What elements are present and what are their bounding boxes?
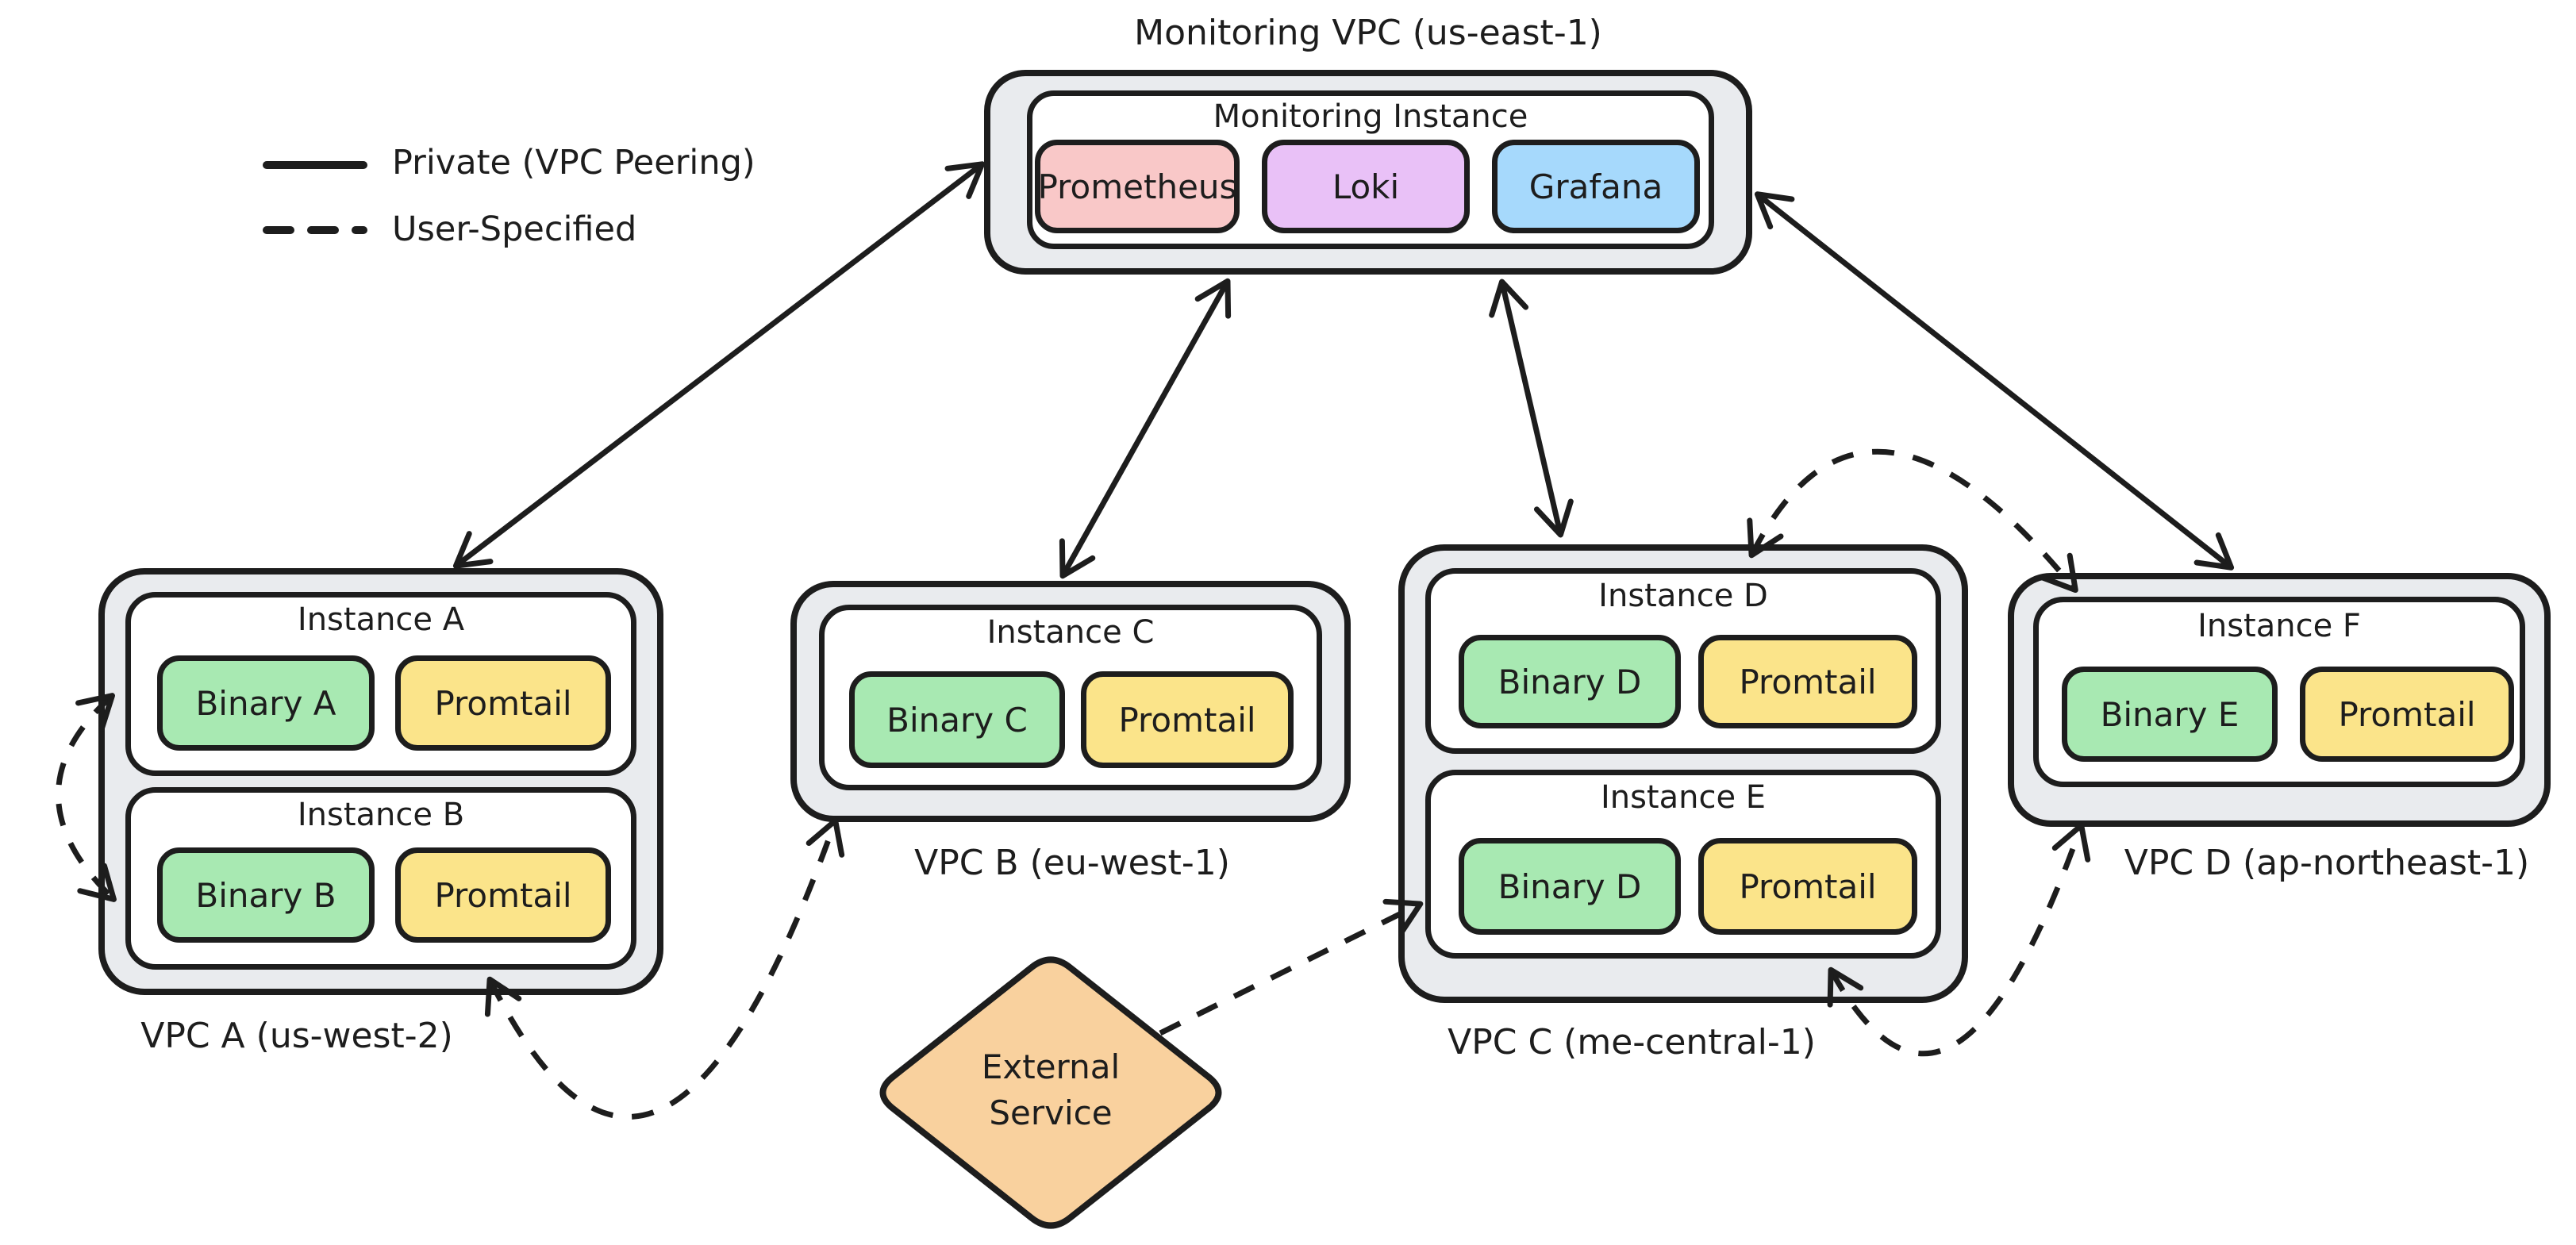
instance-e-title: Instance E bbox=[1600, 779, 1767, 816]
vpc-c-label: VPC C (me-central-1) bbox=[1448, 1022, 1816, 1062]
binary-d-chip: Binary D bbox=[1459, 635, 1681, 728]
monitoring-instance-title: Monitoring Instance bbox=[1213, 98, 1528, 135]
instance-d-title: Instance D bbox=[1598, 578, 1768, 614]
promtail-chip: Promtail bbox=[395, 655, 611, 751]
instance-f-title: Instance F bbox=[2197, 608, 2361, 644]
promtail-chip: Promtail bbox=[2300, 667, 2514, 762]
external-service-label-line1: External bbox=[981, 1047, 1121, 1086]
promtail-chip: Promtail bbox=[1081, 671, 1294, 768]
monitoring-vpc-label: Monitoring VPC (us-east-1) bbox=[1134, 13, 1602, 53]
instance-b-title: Instance B bbox=[297, 797, 465, 833]
promtail-chip: Promtail bbox=[1698, 635, 1917, 728]
instance-a-title: Instance A bbox=[297, 601, 465, 638]
service-loki: Loki bbox=[1262, 140, 1470, 233]
binary-b-chip: Binary B bbox=[157, 847, 375, 943]
service-prometheus: Prometheus bbox=[1035, 140, 1240, 233]
binary-d-chip: Binary D bbox=[1459, 838, 1681, 935]
binary-c-chip: Binary C bbox=[849, 671, 1065, 768]
external-service-label-line2: Service bbox=[989, 1093, 1113, 1132]
service-grafana: Grafana bbox=[1492, 140, 1700, 233]
binary-e-chip: Binary E bbox=[2062, 667, 2278, 762]
binary-a-chip: Binary A bbox=[157, 655, 375, 751]
external-service-label: External Service bbox=[892, 1044, 1209, 1136]
vpc-d-label: VPC D (ap-northeast-1) bbox=[2124, 843, 2530, 883]
instance-c-title: Instance C bbox=[986, 614, 1155, 651]
vpc-a-label: VPC A (us-west-2) bbox=[140, 1016, 453, 1056]
vpc-b-label: VPC B (eu-west-1) bbox=[914, 843, 1230, 883]
